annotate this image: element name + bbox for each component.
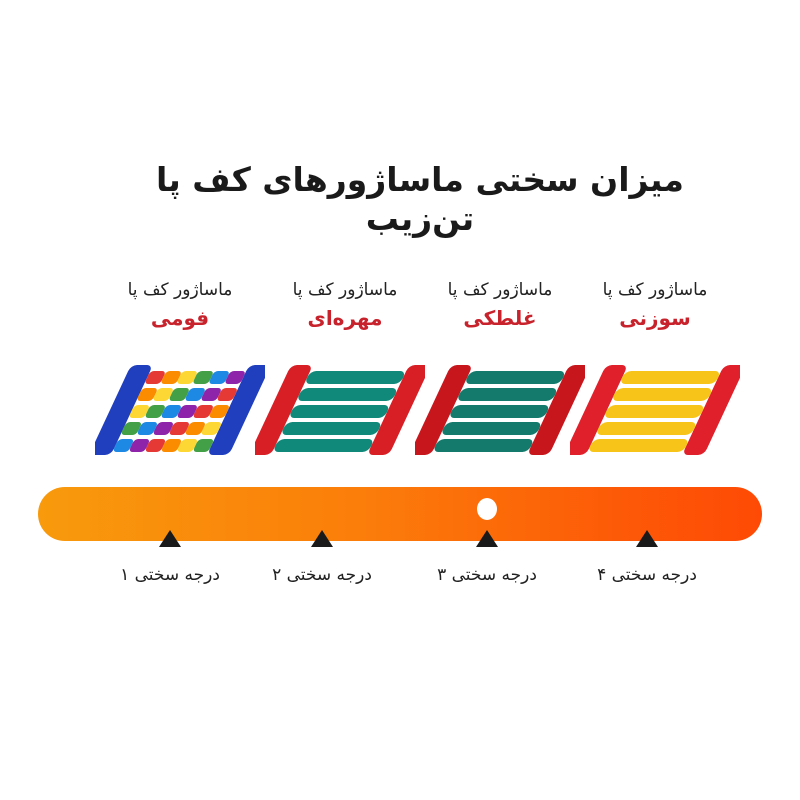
roller-segment [177, 405, 197, 418]
roller-segment [145, 405, 165, 418]
roller [589, 439, 688, 452]
level-4-pointer-icon [636, 530, 658, 547]
roller-segment [161, 439, 182, 452]
roller-segment [225, 371, 245, 384]
cylinder-roller-massager-icon [415, 365, 585, 455]
massager-frame-right [209, 365, 265, 455]
roller-segment [145, 439, 166, 452]
level-1-label: درجه سختی ۱ [120, 565, 220, 585]
massager-frame-left [570, 365, 626, 455]
page-title: میزان سختی ماساژورهای کف پا تن‌زیب [156, 160, 684, 238]
roller-segment [217, 388, 237, 401]
roller [282, 422, 381, 435]
product-label-cylinder: ماساژور کف پا غلطکی [415, 280, 585, 330]
product-subtitle: ماساژور کف پا [602, 280, 708, 300]
roller-segment [209, 405, 229, 418]
product-name: غلطکی [463, 306, 537, 330]
roller-segment [193, 439, 214, 452]
roller [442, 422, 541, 435]
level-4-label: درجه سختی ۴ [597, 565, 697, 585]
roller [274, 439, 373, 452]
roller-segment [129, 439, 150, 452]
level-2-label: درجه سختی ۲ [272, 565, 372, 585]
massager-frame-right [369, 365, 425, 455]
roller [450, 405, 549, 418]
roller [298, 388, 397, 401]
roller-segment [201, 388, 221, 401]
roller-segment [161, 371, 181, 384]
roller-segment [145, 371, 165, 384]
product-name: مهره‌ای [307, 306, 383, 330]
massager-frame-left [95, 365, 151, 455]
roller-segment [129, 405, 149, 418]
roller-segment [113, 439, 134, 452]
roller-segment [161, 405, 181, 418]
product-subtitle: ماساژور کف پا [447, 280, 553, 300]
roller [290, 405, 389, 418]
product-label-foam: ماساژور کف پا فومی [95, 280, 265, 330]
roller [613, 388, 712, 401]
roller [621, 371, 720, 384]
massager-frame-right [684, 365, 740, 455]
roller-segment [137, 422, 157, 435]
roller-segment [169, 388, 189, 401]
bead-roller-massager-icon [255, 365, 425, 455]
roller [458, 388, 557, 401]
massager-frame-left [415, 365, 471, 455]
roller-segment [177, 371, 197, 384]
level-1-pointer-icon [159, 530, 181, 547]
roller-segment [121, 422, 141, 435]
level-3-pointer-icon [476, 530, 498, 547]
massager-frame-right [529, 365, 585, 455]
roller-segment [209, 371, 229, 384]
product-label-bead: ماساژور کف پا مهره‌ای [260, 280, 430, 330]
massager-frame-left [255, 365, 311, 455]
level-3-label: درجه سختی ۳ [437, 565, 537, 585]
roller [466, 371, 565, 384]
product-label-spiky: ماساژور کف پا سوزنی [570, 280, 740, 330]
roller-segment [137, 388, 157, 401]
roller-segment [193, 405, 213, 418]
level-2-pointer-icon [311, 530, 333, 547]
current-level-marker [477, 498, 497, 520]
foam-roller-massager-icon [95, 365, 265, 455]
roller [597, 422, 696, 435]
roller [605, 405, 704, 418]
product-subtitle: ماساژور کف پا [127, 280, 233, 300]
roller [434, 439, 533, 452]
product-name: سوزنی [619, 306, 691, 330]
spiky-roller-massager-icon [570, 365, 740, 455]
roller-segment [185, 422, 205, 435]
roller-segment [201, 422, 221, 435]
roller-segment [185, 388, 205, 401]
roller-segment [153, 422, 173, 435]
roller [306, 371, 405, 384]
roller-segment [153, 388, 173, 401]
roller-segment [169, 422, 189, 435]
roller-segment [177, 439, 198, 452]
product-subtitle: ماساژور کف پا [292, 280, 398, 300]
product-name: فومی [150, 306, 210, 330]
roller-segment [193, 371, 213, 384]
